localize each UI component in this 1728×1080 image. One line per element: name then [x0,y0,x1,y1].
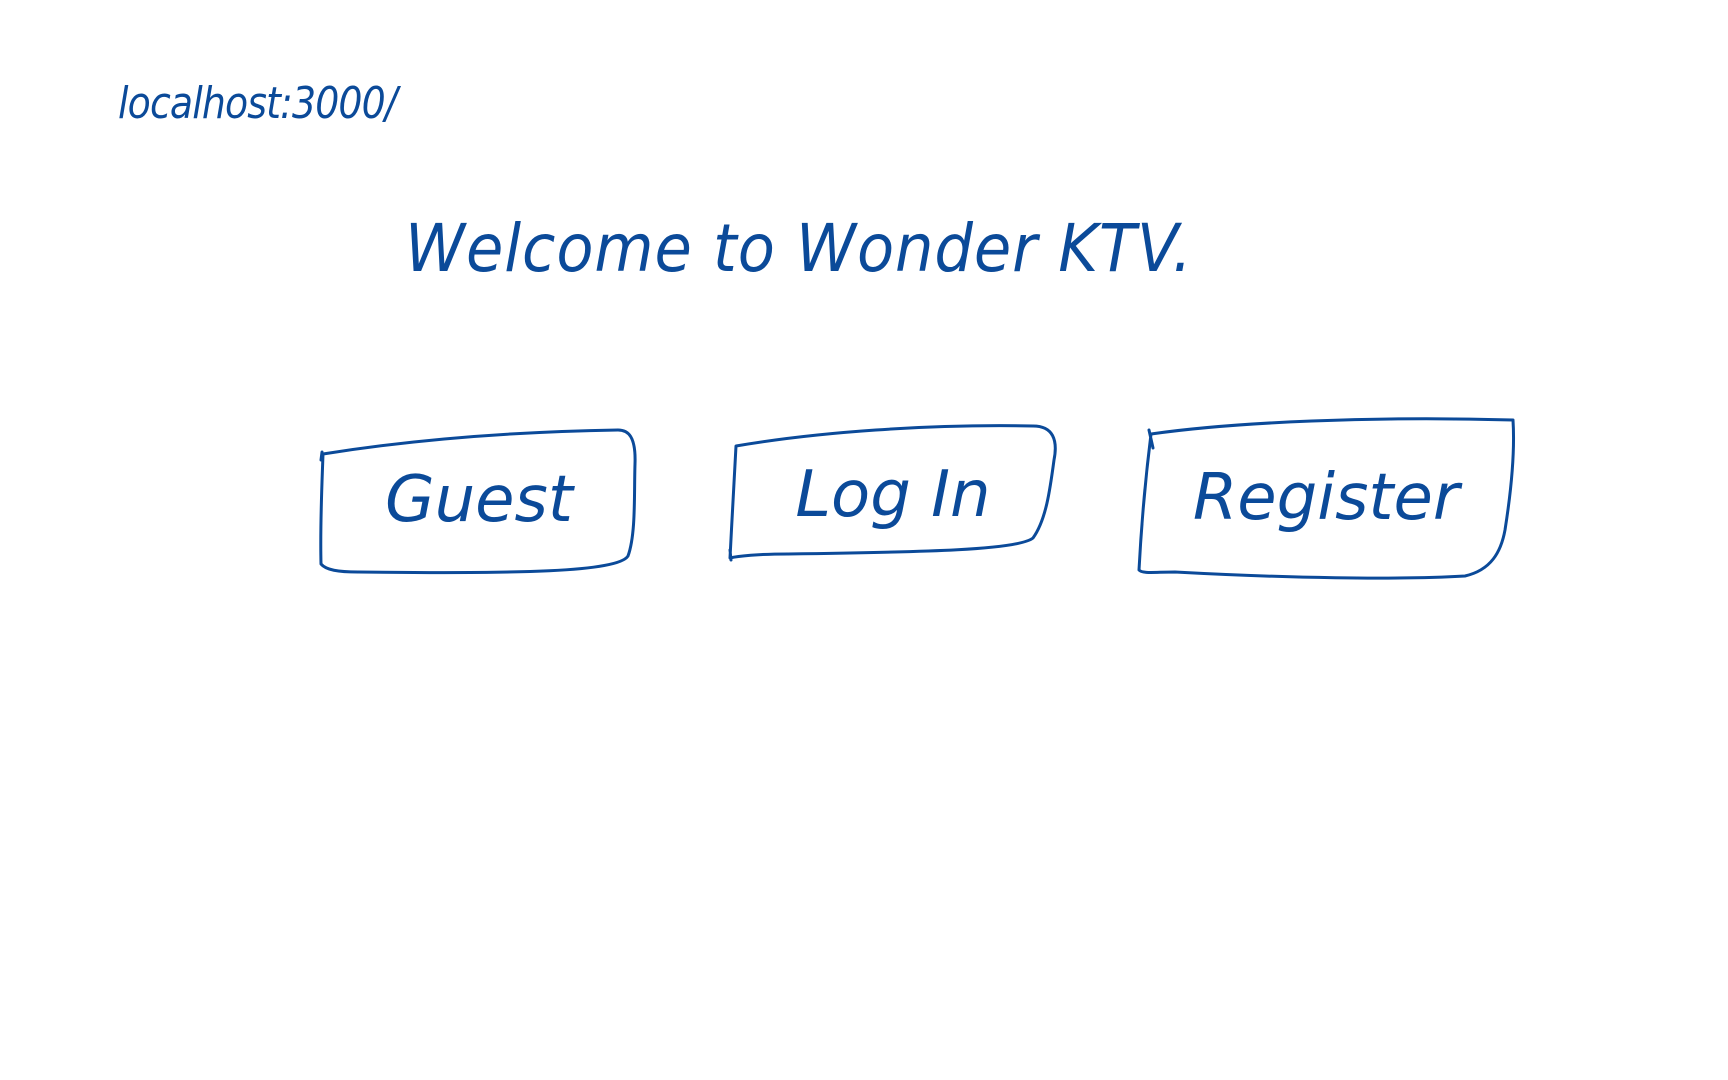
register-button[interactable]: Register [1135,412,1517,584]
page-title: Welcome to Wonder KTV. [405,210,1193,287]
url-text: localhost:3000/ [118,78,398,129]
guest-button-outline [319,428,637,575]
register-button-label: Register [1192,461,1460,535]
login-button-label: Log In [795,458,991,532]
login-button[interactable]: Log In [728,420,1058,570]
guest-button-label: Guest [385,463,573,537]
login-button-outline [728,424,1057,562]
register-button-outline [1137,417,1516,580]
guest-button[interactable]: Guest [318,424,640,576]
